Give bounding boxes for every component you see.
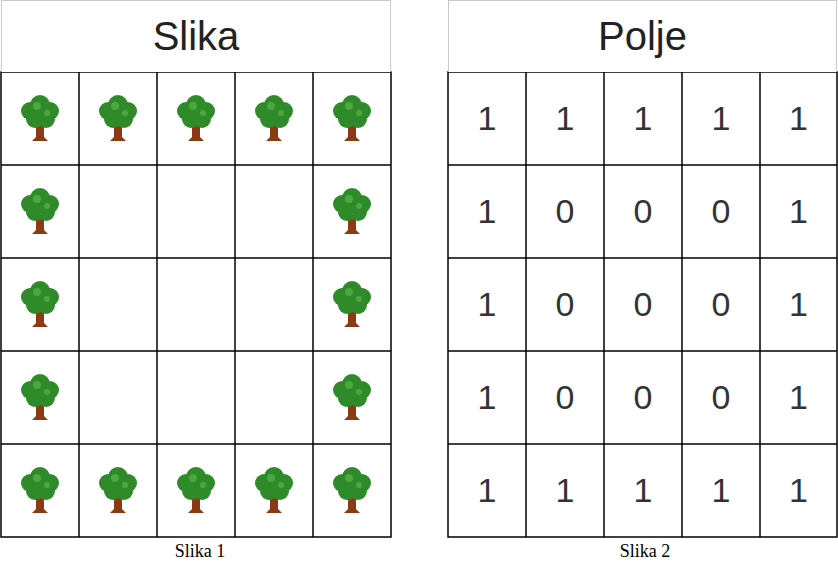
table-cell: 0 <box>682 258 760 351</box>
table-cell: 1 <box>448 444 526 537</box>
table-cell: 0 <box>604 258 682 351</box>
header-box: Polje <box>448 0 837 72</box>
table-cell: 1 <box>682 72 760 165</box>
table-cell: 1 <box>448 258 526 351</box>
table-cell: 1 <box>448 165 526 258</box>
table-cell: 0 <box>526 351 604 444</box>
tree-icons <box>21 95 371 513</box>
table-cell: 1 <box>448 351 526 444</box>
table-cell: 1 <box>604 72 682 165</box>
table-cell: 1 <box>682 444 760 537</box>
table-cell: 0 <box>604 351 682 444</box>
table-cell: 0 <box>682 351 760 444</box>
figure-caption: Slika 2 <box>545 540 745 562</box>
figure-caption: Slika 1 <box>100 540 300 562</box>
table-cell: 0 <box>526 165 604 258</box>
table-cell: 1 <box>760 444 837 537</box>
right-grid <box>448 72 837 537</box>
table-cell: 1 <box>448 72 526 165</box>
header-text: Polje <box>598 14 687 59</box>
table-cell: 1 <box>526 72 604 165</box>
table-cell: 1 <box>760 165 837 258</box>
table-cell: 1 <box>760 258 837 351</box>
header-text: Slika <box>153 14 240 59</box>
table-cell: 1 <box>526 444 604 537</box>
table-cell: 1 <box>760 72 837 165</box>
table-cell: 0 <box>682 165 760 258</box>
table-cell: 1 <box>604 444 682 537</box>
table-cell: 0 <box>604 165 682 258</box>
table-cell: 1 <box>760 351 837 444</box>
header-box: Slika <box>1 0 391 72</box>
left-grid <box>1 72 391 537</box>
table-cell: 0 <box>526 258 604 351</box>
